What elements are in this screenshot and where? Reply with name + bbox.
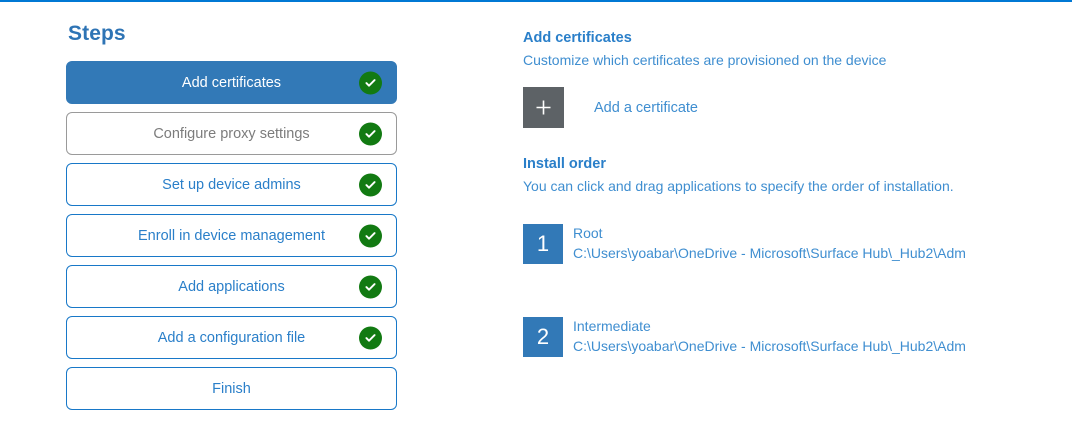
detail-panel: Add certificates Customize which certifi… <box>523 30 1043 410</box>
step-item-add-a-configuration-file[interactable]: Add a configuration file <box>66 316 397 359</box>
order-item-text: Intermediate C:\Users\yoabar\OneDrive - … <box>573 317 966 357</box>
step-label: Finish <box>212 380 251 397</box>
step-label: Set up device admins <box>162 176 301 193</box>
check-icon <box>359 275 382 298</box>
step-item-add-certificates[interactable]: Add certificates <box>66 61 397 104</box>
order-item-text: Root C:\Users\yoabar\OneDrive - Microsof… <box>573 224 966 264</box>
step-label: Add certificates <box>181 74 282 91</box>
step-item-set-up-device-admins[interactable]: Set up device admins <box>66 163 397 206</box>
check-icon <box>359 173 382 196</box>
install-order-list: 1 Root C:\Users\yoabar\OneDrive - Micros… <box>523 224 1043 357</box>
install-order-section: Install order You can click and drag app… <box>523 156 1043 194</box>
top-accent-rule <box>0 0 1072 2</box>
steps-panel: Steps Add certificates Configure proxy s… <box>66 22 402 418</box>
check-icon <box>359 326 382 349</box>
steps-title: Steps <box>68 22 126 45</box>
page-title: Add certificates <box>523 30 632 46</box>
order-item-path: C:\Users\yoabar\OneDrive - Microsoft\Sur… <box>573 338 966 354</box>
step-label: Add a configuration file <box>157 329 306 346</box>
add-certificate-label: Add a certificate <box>594 99 698 116</box>
plus-icon <box>523 87 564 128</box>
check-icon <box>359 71 382 94</box>
step-label: Enroll in device management <box>138 227 325 244</box>
order-item-path: C:\Users\yoabar\OneDrive - Microsoft\Sur… <box>573 245 966 261</box>
step-item-configure-proxy-settings[interactable]: Configure proxy settings <box>66 112 397 155</box>
order-number-badge: 2 <box>523 317 563 357</box>
page-subtitle: Customize which certificates are provisi… <box>523 52 887 68</box>
check-icon <box>359 122 382 145</box>
order-item-name: Root <box>573 225 603 241</box>
step-item-finish[interactable]: Finish <box>66 367 397 410</box>
order-item-name: Intermediate <box>573 318 651 334</box>
step-label: Add applications <box>178 278 285 295</box>
list-item[interactable]: 1 Root C:\Users\yoabar\OneDrive - Micros… <box>523 224 1013 264</box>
step-item-enroll-in-device-management[interactable]: Enroll in device management <box>66 214 397 257</box>
step-item-add-applications[interactable]: Add applications <box>66 265 397 308</box>
add-certificate-button[interactable]: Add a certificate <box>523 87 698 128</box>
order-number-badge: 1 <box>523 224 563 264</box>
check-icon <box>359 224 382 247</box>
list-item[interactable]: 2 Intermediate C:\Users\yoabar\OneDrive … <box>523 317 1013 357</box>
install-order-title: Install order <box>523 156 606 172</box>
install-order-subtitle: You can click and drag applications to s… <box>523 178 954 194</box>
steps-list: Add certificates Configure proxy setting… <box>66 61 402 410</box>
step-label: Configure proxy settings <box>153 125 310 142</box>
